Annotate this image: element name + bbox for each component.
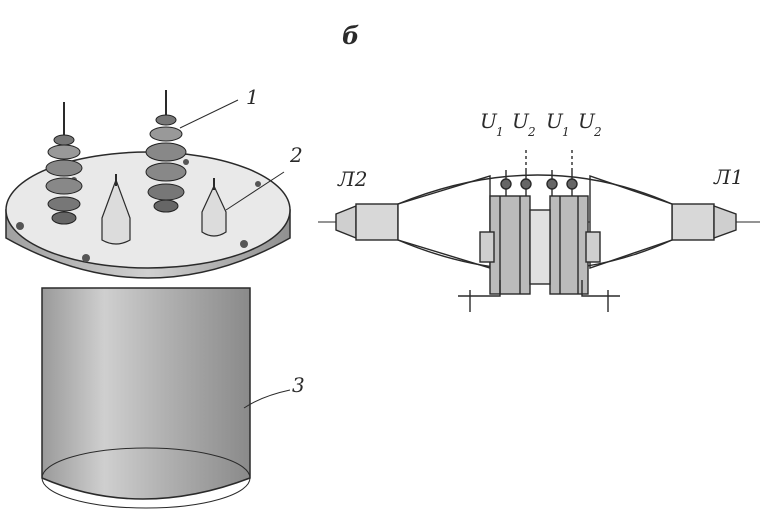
low-voltage-bushing-right <box>201 178 227 237</box>
terminal-sub-1: 1 <box>496 125 504 139</box>
callout-3: 3 <box>243 373 305 409</box>
secondary-terminal-labels: U 1 U 2 U 1 U 2 <box>480 109 602 139</box>
callout-1: 1 <box>179 85 259 129</box>
terminal-sub-3: 1 <box>562 125 570 139</box>
low-voltage-bushing-left <box>101 174 131 245</box>
callout-1-label: 1 <box>246 85 259 109</box>
high-voltage-bushing-right <box>145 90 187 213</box>
terminal-sub-4: 2 <box>593 125 602 139</box>
line-label-right: Л1 <box>713 165 743 189</box>
terminal-label-3: U <box>546 109 564 133</box>
panel-label: б <box>342 21 359 50</box>
terminal-label-1: U <box>480 109 498 133</box>
line-label-left: Л2 <box>337 167 367 191</box>
callout-3-label: 3 <box>292 373 305 397</box>
terminal-sub-2: 2 <box>527 125 536 139</box>
terminal-label-2: U <box>512 109 530 133</box>
ct-schematic <box>318 150 760 312</box>
callout-2-label: 2 <box>289 143 303 167</box>
callout-2: 2 <box>225 143 303 211</box>
high-voltage-bushing-left <box>45 102 83 225</box>
transformer-tank <box>5 151 291 509</box>
terminal-label-4: U <box>578 109 596 133</box>
